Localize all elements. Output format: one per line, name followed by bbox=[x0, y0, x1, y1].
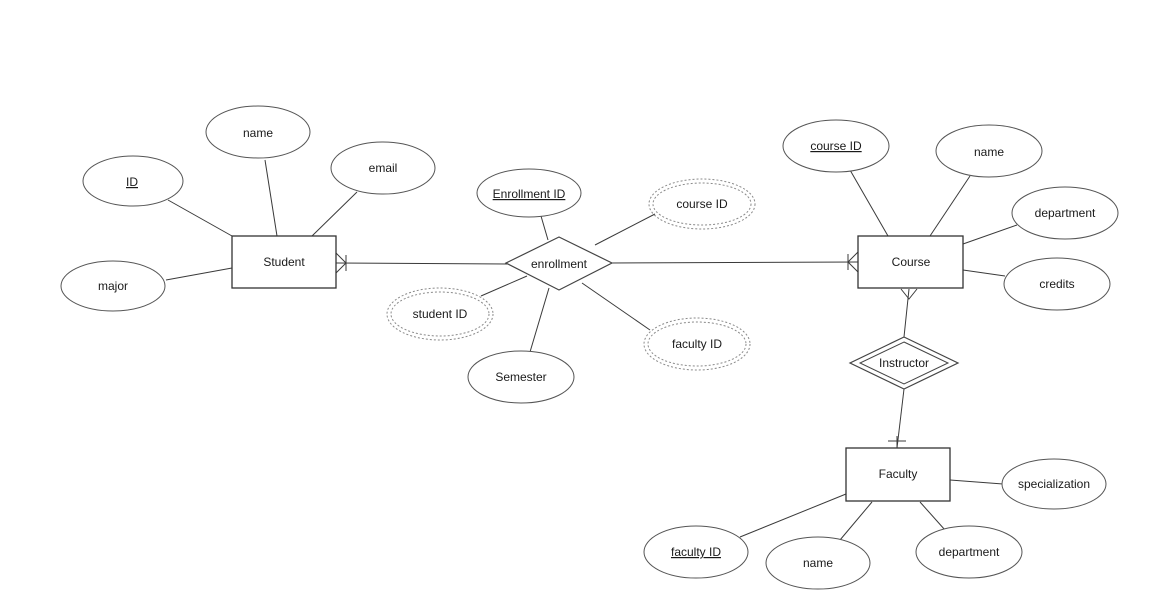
attr-enroll-course-id[interactable]: course ID bbox=[648, 178, 756, 230]
attr-faculty-id[interactable]: faculty ID bbox=[643, 525, 749, 579]
attr-course-department[interactable]: department bbox=[1011, 186, 1119, 240]
attr-enrollment-id-label: Enrollment ID bbox=[493, 187, 566, 201]
attr-faculty-department-label: department bbox=[939, 545, 1000, 559]
entity-faculty-label: Faculty bbox=[879, 467, 918, 481]
attr-course-credits-label: credits bbox=[1039, 277, 1074, 291]
relationship-instructor[interactable]: Instructor bbox=[848, 336, 960, 390]
attr-faculty-specialization-label: specialization bbox=[1018, 477, 1090, 491]
entity-faculty[interactable]: Faculty bbox=[845, 447, 951, 502]
attr-student-name[interactable]: name bbox=[205, 105, 311, 159]
attr-course-name-label: name bbox=[974, 145, 1004, 159]
attr-student-id[interactable]: ID bbox=[82, 155, 184, 207]
attr-enroll-student-id[interactable]: student ID bbox=[386, 287, 494, 341]
connector-lines bbox=[165, 159, 1018, 541]
attr-student-major[interactable]: major bbox=[60, 260, 166, 312]
entity-course[interactable]: Course bbox=[857, 235, 964, 289]
attr-faculty-id-label: faculty ID bbox=[671, 545, 721, 559]
attr-enroll-student-id-label: student ID bbox=[413, 307, 468, 321]
entity-student[interactable]: Student bbox=[231, 235, 337, 289]
crows-foot-course-instructor bbox=[900, 288, 918, 300]
attr-faculty-department[interactable]: department bbox=[915, 525, 1023, 579]
attr-faculty-name[interactable]: name bbox=[765, 536, 871, 590]
attr-faculty-specialization[interactable]: specialization bbox=[1001, 458, 1107, 510]
entity-course-label: Course bbox=[892, 255, 931, 269]
attr-faculty-name-label: name bbox=[803, 556, 833, 570]
attr-course-id-label: course ID bbox=[810, 139, 862, 153]
attr-course-name[interactable]: name bbox=[935, 124, 1043, 178]
entity-student-label: Student bbox=[263, 255, 305, 269]
attr-course-department-label: department bbox=[1035, 206, 1096, 220]
attr-student-id-label: ID bbox=[126, 175, 138, 189]
relationship-enrollment-label: enrollment bbox=[531, 257, 588, 271]
attr-student-email-label: email bbox=[369, 161, 398, 175]
attr-student-major-label: major bbox=[98, 279, 128, 293]
relationship-enrollment[interactable]: enrollment bbox=[504, 236, 614, 291]
attr-enrollment-id[interactable]: Enrollment ID bbox=[476, 168, 582, 218]
attr-enroll-faculty-id[interactable]: faculty ID bbox=[643, 317, 751, 371]
relationship-instructor-label: Instructor bbox=[879, 356, 929, 370]
attr-enroll-semester[interactable]: Semester bbox=[467, 350, 575, 404]
attr-enroll-semester-label: Semester bbox=[495, 370, 546, 384]
attr-enroll-faculty-id-label: faculty ID bbox=[672, 337, 722, 351]
attr-course-credits[interactable]: credits bbox=[1003, 257, 1111, 311]
cardinality-markers bbox=[335, 251, 918, 448]
attr-course-id[interactable]: course ID bbox=[782, 119, 890, 173]
attr-student-name-label: name bbox=[243, 126, 273, 140]
attr-student-email[interactable]: email bbox=[330, 141, 436, 195]
attr-enroll-course-id-label: course ID bbox=[676, 197, 728, 211]
